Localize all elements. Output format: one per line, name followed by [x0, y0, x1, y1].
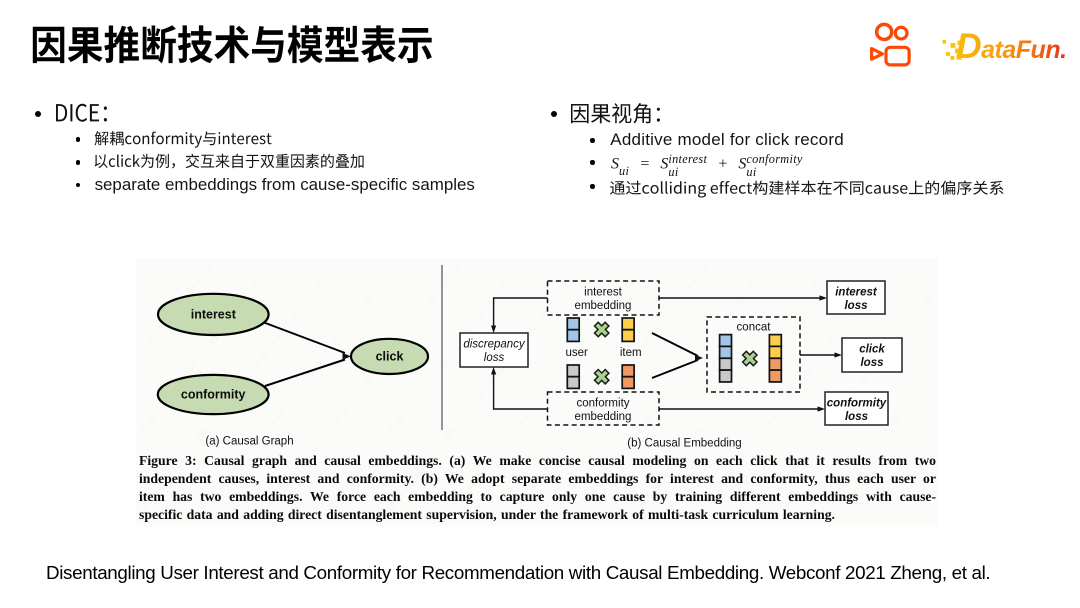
svg-text:(a) Causal Graph: (a) Causal Graph — [205, 436, 293, 448]
svg-text:interest: interest — [191, 307, 237, 321]
svg-text:discrepancy: discrepancy — [463, 339, 526, 351]
svg-text:item: item — [620, 347, 642, 359]
svg-text:click: click — [376, 349, 404, 363]
svg-text:conformity: conformity — [181, 388, 246, 402]
svg-text:click: click — [859, 344, 885, 356]
svg-text:loss: loss — [844, 300, 867, 312]
svg-text:(b) Causal Embedding: (b) Causal Embedding — [627, 438, 741, 450]
svg-text:interest: interest — [584, 287, 623, 299]
svg-text:concat: concat — [737, 322, 772, 334]
svg-text:loss: loss — [860, 357, 883, 369]
svg-text:interest: interest — [835, 287, 878, 299]
svg-text:conformity: conformity — [576, 398, 629, 410]
svg-text:user: user — [566, 347, 589, 359]
svg-text:embedding: embedding — [575, 411, 632, 423]
svg-text:loss: loss — [845, 411, 868, 423]
svg-text:conformity: conformity — [827, 398, 887, 410]
svg-text:loss: loss — [484, 352, 505, 364]
svg-text:embedding: embedding — [575, 300, 632, 312]
